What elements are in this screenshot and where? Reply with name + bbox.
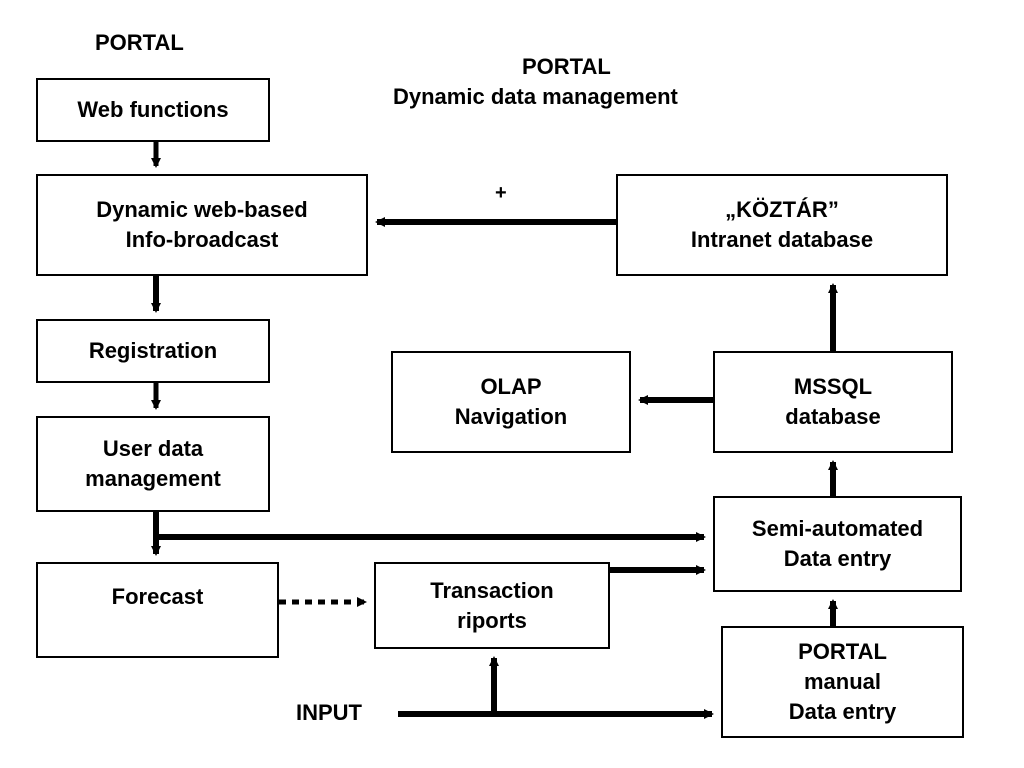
input-label: INPUT — [296, 700, 362, 725]
registration-box: Registration — [36, 319, 270, 383]
user-data-line-1: User data — [102, 436, 204, 461]
forecast-box: Forecast — [36, 562, 279, 658]
dynamic-web-line-2: Info-broadcast — [125, 227, 279, 252]
user-data-box: User data management — [36, 416, 270, 512]
olap-line-2: Navigation — [454, 404, 568, 429]
user-data-line-2: management — [85, 466, 221, 491]
title-line-2: Dynamic data management — [393, 84, 678, 109]
plus-label: + — [495, 182, 507, 204]
koztar-line-2: Intranet database — [690, 227, 874, 252]
mssql-line-1: MSSQL — [793, 374, 873, 399]
transaction-line-2: riports — [457, 607, 527, 633]
transaction-box: Transaction riports — [374, 562, 610, 649]
mssql-line-2: database — [785, 404, 881, 429]
dynamic-web-box: Dynamic web-based Info-broadcast — [36, 174, 368, 276]
forecast-line-1: Forecast — [111, 584, 204, 609]
portal-manual-line-1: PORTAL — [798, 639, 887, 664]
olap-box: OLAP Navigation — [391, 351, 631, 453]
portal-left-label: PORTAL — [95, 30, 184, 55]
portal-manual-box: PORTAL manual Data entry — [721, 626, 964, 738]
semi-auto-line-2: Data entry — [783, 546, 892, 571]
title-line-1: PORTAL — [522, 54, 611, 79]
portal-manual-line-2: manual — [803, 669, 882, 694]
portal-manual-line-3: Data entry — [788, 699, 897, 724]
semi-auto-box: Semi-automated Data entry — [713, 496, 962, 592]
transaction-line-1: Transaction — [430, 577, 554, 603]
koztar-line-1: „KÖZTÁR” — [725, 197, 839, 222]
semi-auto-line-1: Semi-automated — [751, 516, 924, 541]
olap-line-1: OLAP — [480, 374, 542, 399]
web-functions-box: Web functions — [36, 78, 270, 142]
koztar-box: „KÖZTÁR” Intranet database — [616, 174, 948, 276]
dynamic-web-line-1: Dynamic web-based — [96, 197, 308, 222]
registration-line-1: Registration — [88, 338, 218, 363]
web-functions-line-1: Web functions — [77, 97, 229, 122]
mssql-box: MSSQL database — [713, 351, 953, 453]
